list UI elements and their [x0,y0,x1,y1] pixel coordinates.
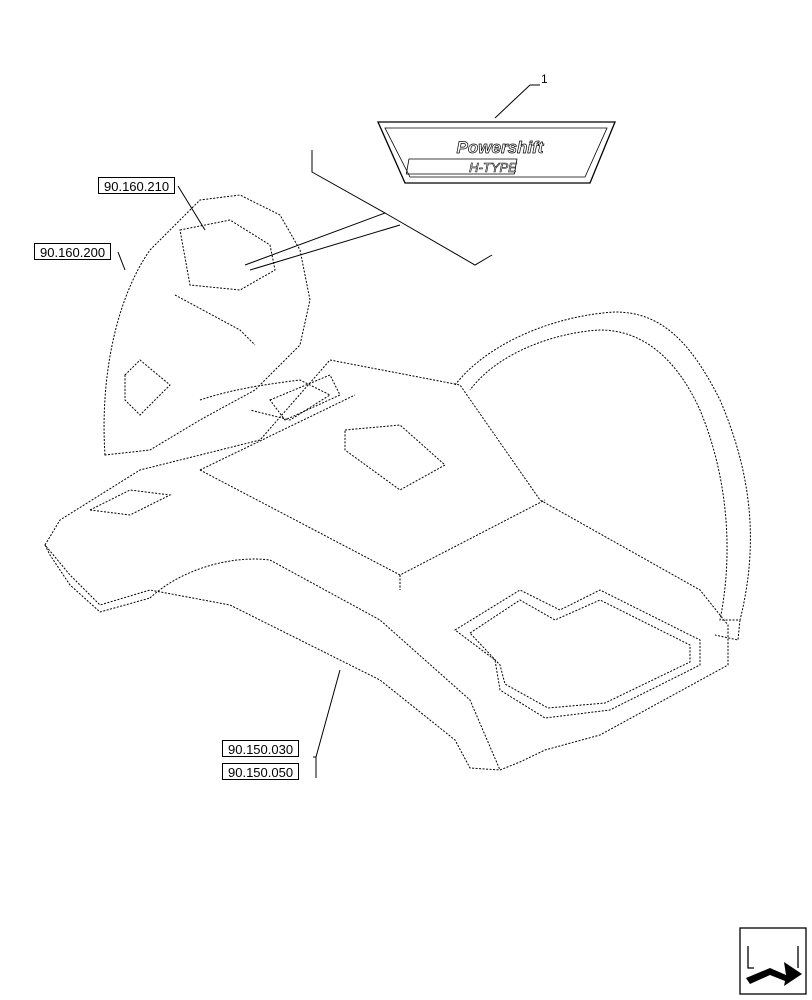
side-panel [103,194,311,456]
fender [454,311,751,621]
ref-top-cover[interactable]: 90.160.210 [98,177,176,194]
powershift-decal: Powershift H-TYPE [377,121,616,184]
ref-top-leader [177,185,206,231]
decal-line1: Powershift [457,138,545,157]
ref-floor-b[interactable]: 90.150.050 [222,763,300,780]
decal-leader [244,150,493,271]
ref-side-leader [117,251,126,271]
decal-line2: H-TYPE [469,160,517,175]
floor-mat [454,589,701,719]
callout-1-label: 1 [541,72,548,86]
ref-floor-a[interactable]: 90.150.030 [222,740,300,757]
callout-1-leader [494,84,540,119]
next-page-arrow-icon[interactable] [739,927,807,995]
ref-side-panel[interactable]: 90.160.200 [34,243,112,260]
ref-floor-leader [313,669,341,778]
floor-platform [44,359,729,771]
